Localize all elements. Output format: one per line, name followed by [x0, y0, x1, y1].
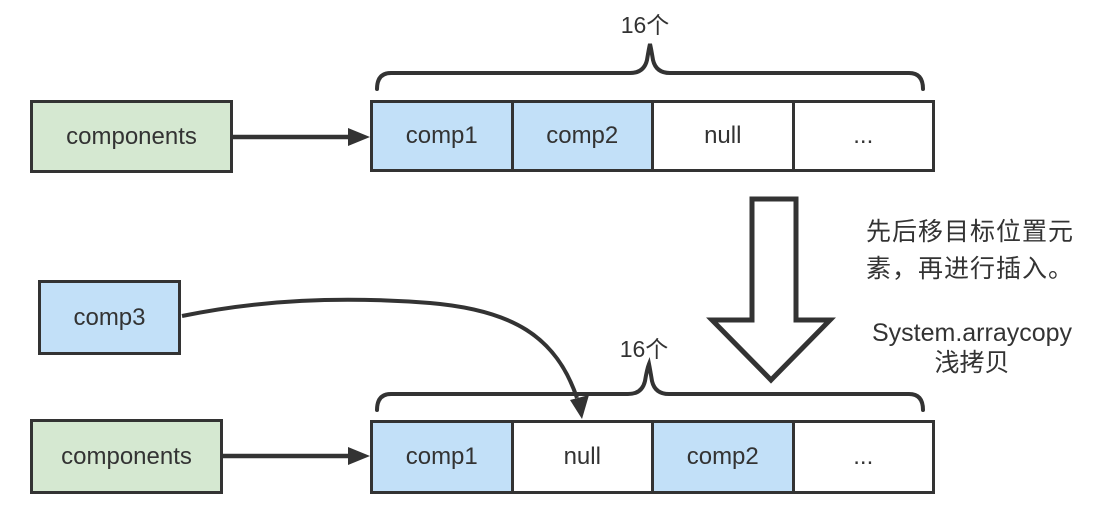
array-after-cell-3: ... [791, 423, 932, 491]
cell-label: ... [853, 122, 874, 149]
api-note: System.arraycopy 浅拷贝 [856, 318, 1088, 378]
pointer-arrow-bottom [223, 447, 370, 465]
comp3-box-label: comp3 [73, 303, 146, 331]
components-box-top-label: components [66, 122, 197, 150]
arrowhead [570, 395, 589, 419]
comp3-box: comp3 [38, 280, 181, 355]
array-before-cell-3: ... [791, 103, 932, 169]
array-before-cell-0: comp1 [373, 103, 511, 169]
array-after-cell-2: comp2 [651, 423, 792, 491]
components-box-bottom: components [30, 419, 223, 494]
cell-label: comp1 [405, 122, 478, 149]
pointer-arrow-top [233, 128, 370, 146]
cell-label: comp2 [546, 122, 619, 149]
arrowhead [348, 128, 370, 146]
components-box-top: components [30, 100, 233, 173]
array-after-cell-1: null [510, 423, 651, 491]
cell-label: null [704, 122, 742, 149]
api-name: System.arraycopy [871, 319, 1073, 347]
capacity-label-bottom: 16个 [619, 336, 669, 362]
array-before-cell-1: comp2 [510, 103, 651, 169]
step-note: 先后移目标位置元素，再进行插入。 [866, 218, 1075, 283]
insert-arrow [181, 297, 589, 419]
capacity-label-top: 16个 [620, 12, 670, 38]
api-note-detail: 浅拷贝 [934, 349, 1010, 377]
cell-label: null [563, 443, 601, 470]
array-after-cell-0: comp1 [373, 423, 511, 491]
cell-label: comp2 [686, 443, 759, 470]
capacity-brace-top [375, 43, 925, 91]
capacity-brace-bottom [375, 357, 925, 412]
array-before: comp1 comp2 null ... [370, 100, 935, 172]
array-before-cell-2: null [651, 103, 792, 169]
transition-arrow-down [706, 196, 836, 384]
array-after: comp1 null comp2 ... [370, 420, 935, 494]
arrowhead [348, 447, 370, 465]
cell-label: ... [853, 443, 874, 470]
cell-label: comp1 [405, 443, 478, 470]
components-box-bottom-label: components [61, 442, 192, 470]
